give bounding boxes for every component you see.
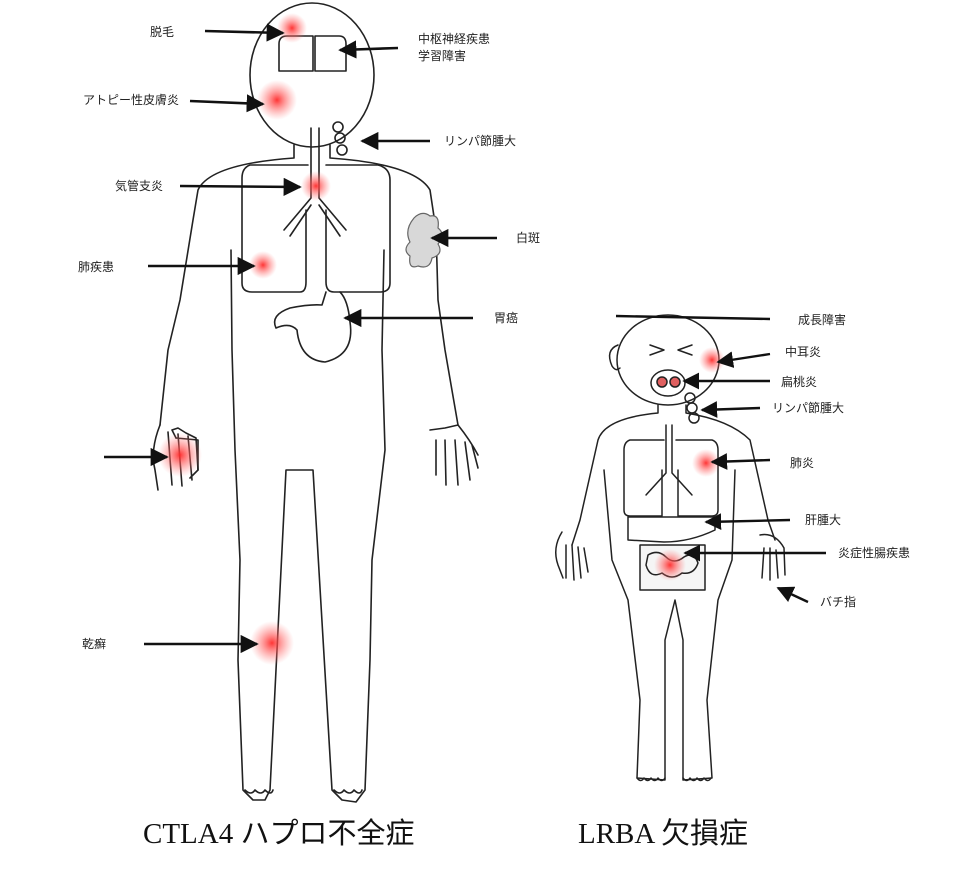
label-alopecia: 脱毛 <box>150 24 174 39</box>
label-lymph: リンパ節腫大 <box>444 133 516 148</box>
lesion-bronchitis <box>301 171 331 201</box>
ctla4-stomach <box>275 292 351 362</box>
label-ibd: 炎症性腸疾患 <box>838 545 910 560</box>
label-liver: 肝腫大 <box>805 513 841 527</box>
lrba-tonsil <box>657 377 667 387</box>
arrow-liver <box>706 520 790 522</box>
label-lymph-r: リンパ節腫大 <box>772 400 844 415</box>
arrow-bronchitis <box>180 186 300 187</box>
ctla4-left-hand <box>430 425 478 485</box>
label-otitis: 中耳炎 <box>785 344 821 359</box>
ctla4-head <box>250 3 374 147</box>
ctla4-body-figure <box>153 3 478 802</box>
lrba-tonsil <box>670 377 680 387</box>
lrba-trachea <box>646 425 692 495</box>
label-cns-line2: 学習障害 <box>418 48 466 63</box>
label-pneumonia: 肺炎 <box>790 456 814 470</box>
label-bronchitis: 気管支炎 <box>115 178 163 193</box>
lesion-atopic <box>257 80 297 120</box>
arrow-atopic <box>190 101 263 104</box>
ctla4-lymph-node <box>337 145 347 155</box>
lrba-liver <box>628 517 715 542</box>
lrba-left-hand <box>760 535 785 580</box>
label-psoriasis: 乾癬 <box>82 636 106 651</box>
ctla4-feet <box>245 790 362 793</box>
lrba-body-figure <box>556 315 785 781</box>
label-clubbing: バチ指 <box>820 594 856 609</box>
label-growth: 成長障害 <box>798 312 846 327</box>
label-cns-line1: 中枢神経疾患 <box>418 31 490 46</box>
arrow-pneumonia <box>712 460 770 462</box>
lrba-lymph-node <box>687 403 697 413</box>
arrow-clubbing <box>778 588 808 602</box>
label-stomach: 胃癌 <box>494 310 518 325</box>
lrba-right-hand <box>556 532 588 580</box>
lrba-lung-right <box>624 440 664 516</box>
caption-lrba: LRBA 欠損症 <box>578 810 748 852</box>
caption-ctla4: CTLA4 ハプロ不全症 <box>143 810 414 852</box>
lrba-labels: 成長障害 中耳炎 扁桃炎 リンパ節腫大 肺炎 肝腫大 炎症性腸疾患 バチ指 <box>772 312 910 609</box>
lesion-hand <box>158 433 202 477</box>
lesion-ibd <box>654 549 686 581</box>
arrow-lymph-r <box>702 408 760 410</box>
label-vitiligo: 白斑 <box>516 230 540 245</box>
label-lung: 肺疾患 <box>78 259 114 274</box>
label-tonsil: 扁桃炎 <box>781 374 817 389</box>
label-atopic: アトピー性皮膚炎 <box>83 92 179 107</box>
line-growth <box>616 316 770 319</box>
lesion-otitis <box>699 347 725 373</box>
arrow-otitis <box>718 354 770 362</box>
lesion-alopecia <box>277 13 307 43</box>
